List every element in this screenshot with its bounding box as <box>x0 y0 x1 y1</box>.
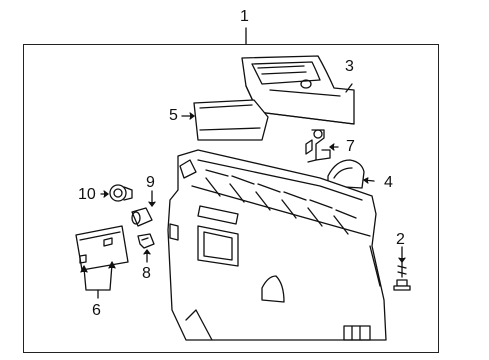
part-8-clip <box>137 233 155 249</box>
callout-4: 4 <box>384 174 393 191</box>
part-7-clip <box>305 129 331 163</box>
callout-10: 10 <box>78 186 96 203</box>
leader-6 <box>83 263 113 291</box>
callout-8: 8 <box>142 265 151 282</box>
callout-3: 3 <box>345 58 354 75</box>
part-9-plug <box>131 207 153 227</box>
diagram-frame <box>23 44 439 353</box>
part-6-cover <box>75 225 129 271</box>
callout-1: 1 <box>240 8 249 25</box>
part-4-cap <box>327 159 365 189</box>
part-5-panel <box>193 99 269 141</box>
callout-5: 5 <box>169 107 178 124</box>
leader-3 <box>345 83 353 93</box>
callout-9: 9 <box>146 174 155 191</box>
part-2-screw <box>393 261 411 291</box>
callout-6: 6 <box>92 302 101 319</box>
part-1-quarter-panel <box>167 149 387 341</box>
part-10-grommet <box>109 184 133 202</box>
callout-7: 7 <box>346 138 355 155</box>
callout-2: 2 <box>396 231 405 248</box>
